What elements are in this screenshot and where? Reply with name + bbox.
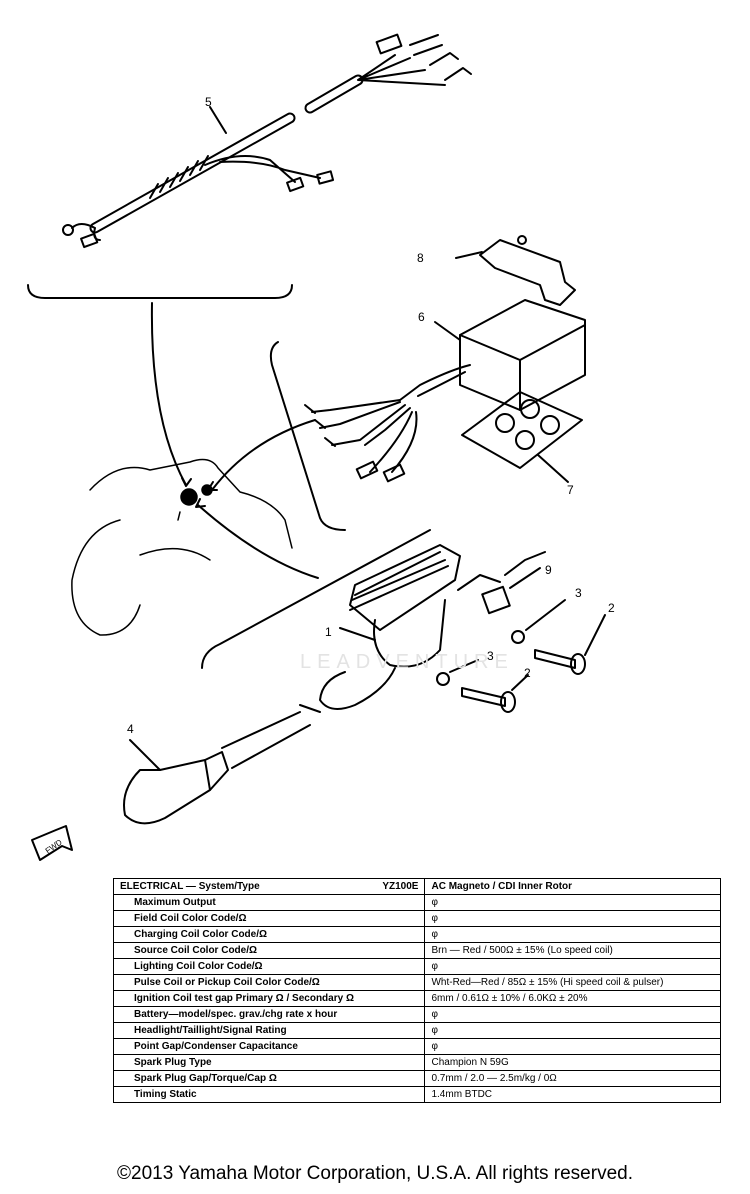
spec-label: Spark Plug Gap/Torque/Cap Ω: [112, 1070, 426, 1087]
spec-value: φ: [424, 1006, 721, 1023]
spec-value: φ: [424, 1038, 721, 1055]
table-header-row: ELECTRICAL — System/Type YZ100E AC Magne…: [112, 878, 721, 895]
callout-7: 7: [567, 483, 574, 497]
copyright-notice: ©2013 Yamaha Motor Corporation, U.S.A. A…: [117, 1163, 633, 1184]
spec-value: φ: [424, 926, 721, 943]
table-row: Battery—model/spec. grav./chg rate x hou…: [112, 1006, 721, 1023]
header-value: AC Magneto / CDI Inner Rotor: [424, 878, 721, 895]
electrical-spec-table: ELECTRICAL — System/Type YZ100E AC Magne…: [112, 878, 721, 1103]
spec-label: Timing Static: [112, 1086, 426, 1103]
spec-value: φ: [424, 910, 721, 927]
table-row: Ignition Coil test gap Primary Ω / Secon…: [112, 990, 721, 1007]
header-label: ELECTRICAL — System/Type: [120, 881, 260, 892]
spark-plug-lead: [221, 704, 321, 769]
spec-value: φ: [424, 958, 721, 975]
spec-value: Brn — Red / 500Ω ± 15% (Lo speed coil): [424, 942, 721, 959]
wiring-diagram: LEADVENTURE 5 8 6 7 9 3 2 1 3 2 4 FWD: [27, 33, 615, 861]
callout-6: 6: [418, 310, 425, 324]
spec-label: Headlight/Taillight/Signal Rating: [112, 1022, 426, 1039]
spec-label: Ignition Coil test gap Primary Ω / Secon…: [112, 990, 426, 1007]
wire-harness-part-5: [62, 33, 472, 249]
pointer-line-cdi: [211, 419, 316, 491]
spec-label: Battery—model/spec. grav./chg rate x hou…: [112, 1006, 426, 1023]
pointer-line-ignition: [150, 302, 187, 486]
bolt-part-2-upper: [534, 614, 606, 675]
callout-2-upper: 2: [608, 601, 615, 615]
callout-2-lower: 2: [524, 666, 531, 680]
section-bracket-top: [27, 284, 293, 299]
callout-9: 9: [545, 563, 552, 577]
spec-label: Maximum Output: [112, 894, 426, 911]
spec-value: 6mm / 0.61Ω ± 10% / 6.0KΩ ± 20%: [424, 990, 721, 1007]
spec-label: Point Gap/Condenser Capacitance: [112, 1038, 426, 1055]
spec-value: 1.4mm BTDC: [424, 1086, 721, 1103]
spec-value: 0.7mm / 2.0 — 2.5m/kg / 0Ω: [424, 1070, 721, 1087]
callout-5: 5: [205, 95, 212, 109]
washer-part-3-lower: [436, 672, 450, 686]
spec-label: Source Coil Color Code/Ω: [112, 942, 426, 959]
spec-label: Lighting Coil Color Code/Ω: [112, 958, 426, 975]
damper-plate-part-7: [461, 391, 583, 483]
pointer-line-coil: [197, 504, 319, 579]
callout-4: 4: [127, 722, 134, 736]
fwd-arrow-icon: [31, 825, 73, 861]
bolt-part-2-lower: [461, 674, 529, 713]
cdi-unit-part-6: [399, 299, 586, 411]
section-bracket-low: [201, 529, 431, 669]
ignition-coil-part-1: [319, 544, 501, 710]
motorcycle-outline: [71, 458, 293, 636]
spec-value: Wht-Red—Red / 85Ω ± 15% (Hi speed coil &…: [424, 974, 721, 991]
spec-label: Pulse Coil or Pickup Coil Color Code/Ω: [112, 974, 426, 991]
callout-3-upper: 3: [575, 586, 582, 600]
connector-part-9: [481, 551, 546, 615]
spec-value: Champion N 59G: [424, 1054, 721, 1071]
model-code: YZ100E: [382, 881, 419, 892]
section-bracket-mid: [269, 341, 346, 531]
spec-label: Spark Plug Type: [112, 1054, 426, 1071]
callout-1: 1: [325, 625, 332, 639]
callout-8: 8: [417, 251, 424, 265]
callout-3-lower: 3: [487, 649, 494, 663]
mounting-bracket-part-8: [455, 235, 576, 306]
plug-cap-part-4: [123, 739, 229, 825]
spec-label: Charging Coil Color Code/Ω: [112, 926, 426, 943]
spec-label: Field Coil Color Code/Ω: [112, 910, 426, 927]
spec-value: φ: [424, 1022, 721, 1039]
cdi-wires: [304, 399, 418, 483]
spec-value: φ: [424, 894, 721, 911]
fwd-label: FWD: [44, 838, 64, 856]
washer-part-3-upper: [511, 630, 525, 644]
watermark: LEADVENTURE: [300, 651, 514, 673]
